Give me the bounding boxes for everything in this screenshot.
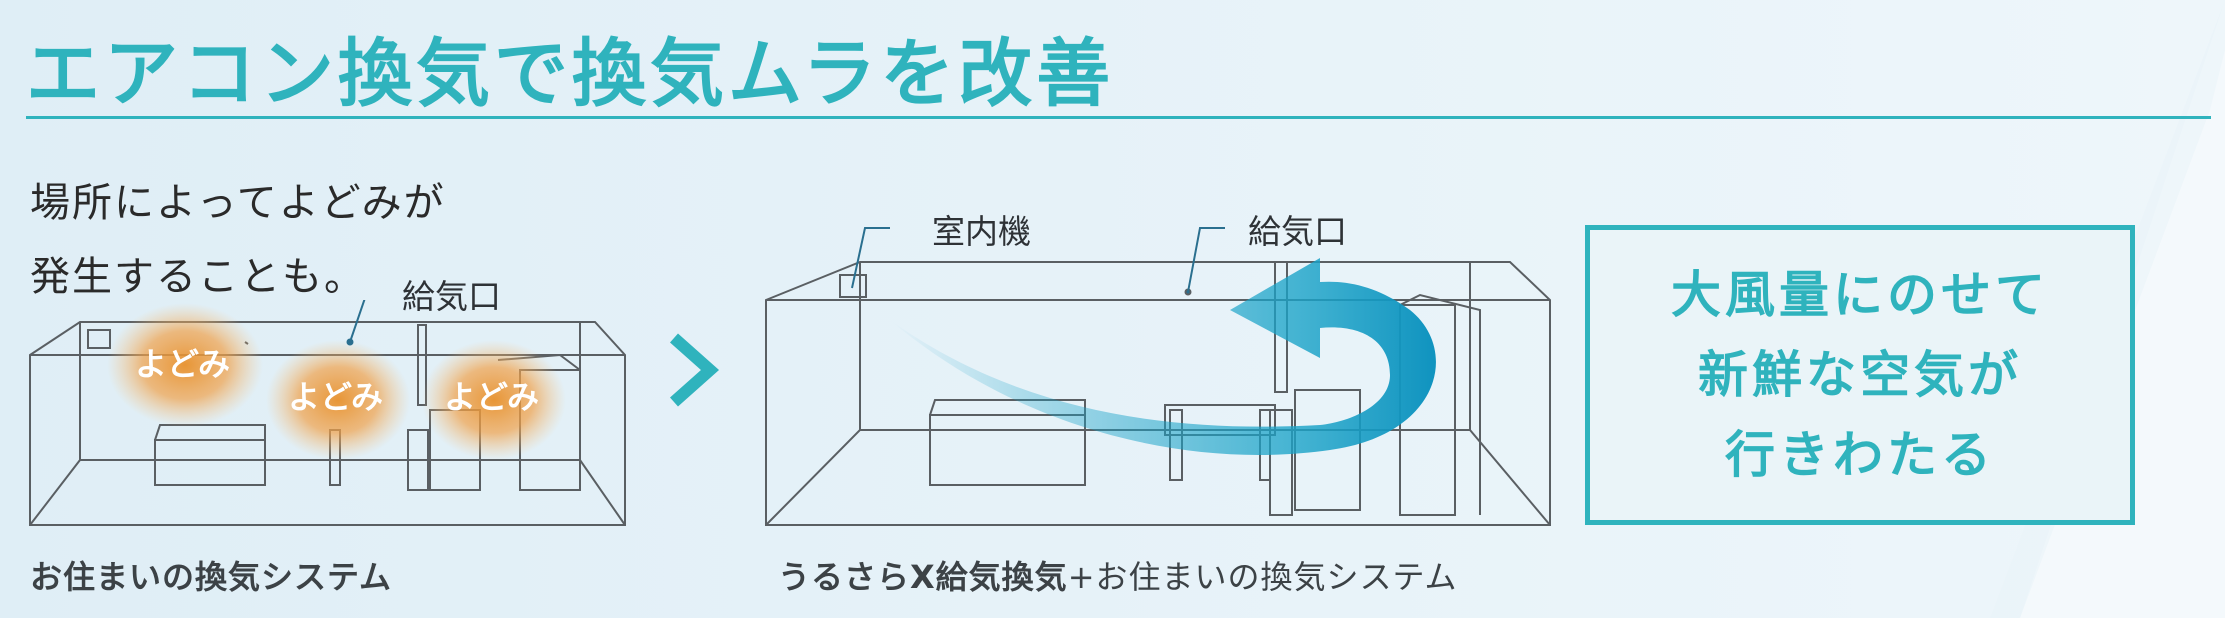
- stagnation-label: よどみ: [444, 378, 539, 416]
- unit-pointer: [851, 227, 890, 289]
- benefit-box: 大風量にのせて 新鮮な空気が 行きわたる: [1585, 225, 2135, 525]
- right-caption: うるさらX給気換気+お住まいの換気システム: [778, 552, 1458, 598]
- supply-vent-pointer: [1187, 227, 1225, 293]
- left-room-diagram: よどみ よどみ よどみ: [29, 300, 626, 526]
- chevron-right-icon: [670, 333, 720, 407]
- stagnation-label: よどみ: [288, 378, 383, 416]
- note-line-2: 発生することも。: [30, 254, 366, 300]
- title-divider: [26, 116, 2211, 119]
- room-outline: [29, 321, 626, 526]
- stagnation-cloud: [107, 303, 263, 427]
- supply-vent-pointer: [346, 300, 366, 346]
- benefit-line-2: 新鮮な空気が: [1698, 346, 2022, 404]
- right-caption-plus: +お住まいの換気システム: [1067, 558, 1458, 596]
- stagnation-label: よどみ: [135, 345, 230, 383]
- page-title: エアコン換気で換気ムラを改善: [26, 31, 1115, 117]
- note-line-1: 場所によってよどみが: [30, 180, 446, 226]
- right-room-diagram: [765, 227, 1551, 526]
- benefit-line-1: 大風量にのせて: [1671, 266, 2049, 324]
- stagnation-cloud: [422, 340, 566, 460]
- room-outline: [765, 261, 1551, 526]
- left-supply-label: 給気口: [402, 277, 501, 316]
- stagnation-cloud: [266, 340, 410, 460]
- right-caption-main: うるさらX給気換気: [778, 558, 1068, 596]
- indoor-unit-label: 室内機: [932, 212, 1031, 251]
- stagnation-note: 場所によってよどみが 発生することも。: [30, 166, 446, 314]
- benefit-line-3: 行きわたる: [1725, 426, 1995, 484]
- stagnation-clouds: [107, 303, 566, 460]
- right-supply-label: 給気口: [1248, 212, 1347, 251]
- left-caption: お住まいの換気システム: [30, 558, 393, 596]
- airflow-arrow: [890, 258, 1436, 455]
